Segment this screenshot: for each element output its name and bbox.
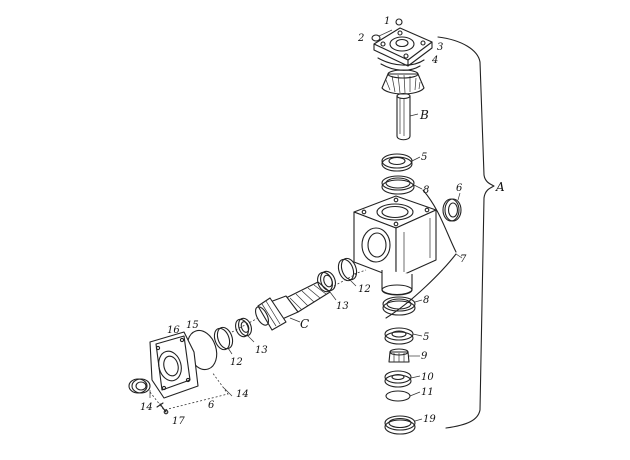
label-13-left: 13 [255, 345, 268, 356]
label-7: 7 [460, 254, 467, 265]
label-6-right: 6 [456, 183, 463, 194]
seal-12-right [337, 257, 358, 287]
label-17: 17 [172, 416, 185, 427]
lower-race-8 [382, 296, 423, 316]
label-4: 4 [431, 55, 438, 66]
label-11: 11 [421, 387, 434, 398]
label-5-lower: 5 [423, 332, 429, 343]
label-14-left: 14 [140, 402, 153, 413]
label-16: 16 [167, 325, 180, 336]
label-b: B [419, 108, 429, 122]
bearing-13-right [317, 270, 337, 301]
nut-9 [388, 348, 420, 363]
lower-bearing-5 [384, 327, 423, 345]
side-seal-6-right [442, 192, 462, 222]
leader-7b [385, 253, 457, 319]
label-15: 15 [186, 320, 199, 331]
washer-10 [384, 370, 421, 388]
label-14-right: 14 [236, 389, 249, 400]
axis-dash-left [231, 317, 259, 333]
top-cover-plate [371, 18, 433, 71]
end-housing [149, 329, 229, 415]
upper-bearing-5 [381, 153, 421, 172]
reference-labels: 1 2 3 4 B 5 8 6 A 7 12 13 8 C 5 9 10 11 … [140, 16, 505, 427]
label-13-right: 13 [336, 301, 349, 312]
ring-11 [385, 390, 421, 402]
leader-7 [422, 189, 457, 253]
gear-housing [353, 195, 437, 296]
label-8-upper: 8 [423, 185, 429, 196]
label-a: A [495, 180, 505, 194]
label-12-right: 12 [358, 284, 371, 295]
label-c: C [300, 317, 309, 331]
label-1: 1 [384, 16, 390, 27]
label-10: 10 [421, 372, 434, 383]
vertical-shaft-b [381, 69, 425, 141]
label-5-upper: 5 [421, 152, 427, 163]
label-9: 9 [421, 351, 428, 362]
label-6-left: 6 [208, 400, 215, 411]
axis-dash-right [333, 269, 367, 287]
label-19: 19 [423, 414, 436, 425]
seal-12-left [213, 326, 234, 355]
bracket-a [437, 36, 495, 429]
horizontal-shaft-c [255, 281, 331, 331]
label-12-left: 12 [230, 357, 243, 368]
upper-race-8 [381, 175, 423, 195]
label-2: 2 [357, 33, 364, 44]
seal-6-left [128, 378, 151, 394]
cap-19 [384, 415, 423, 435]
label-3: 3 [437, 42, 443, 53]
leader-14 [149, 387, 233, 398]
label-8-lower: 8 [423, 295, 429, 306]
